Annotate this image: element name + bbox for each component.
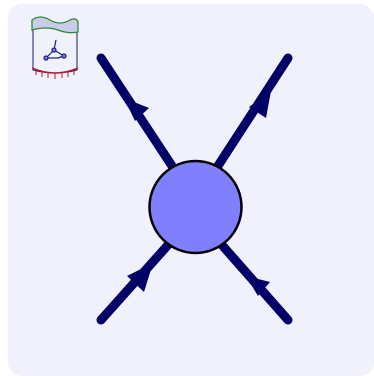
leg-top-right: [214, 58, 288, 172]
vertex-blob: [150, 161, 242, 253]
